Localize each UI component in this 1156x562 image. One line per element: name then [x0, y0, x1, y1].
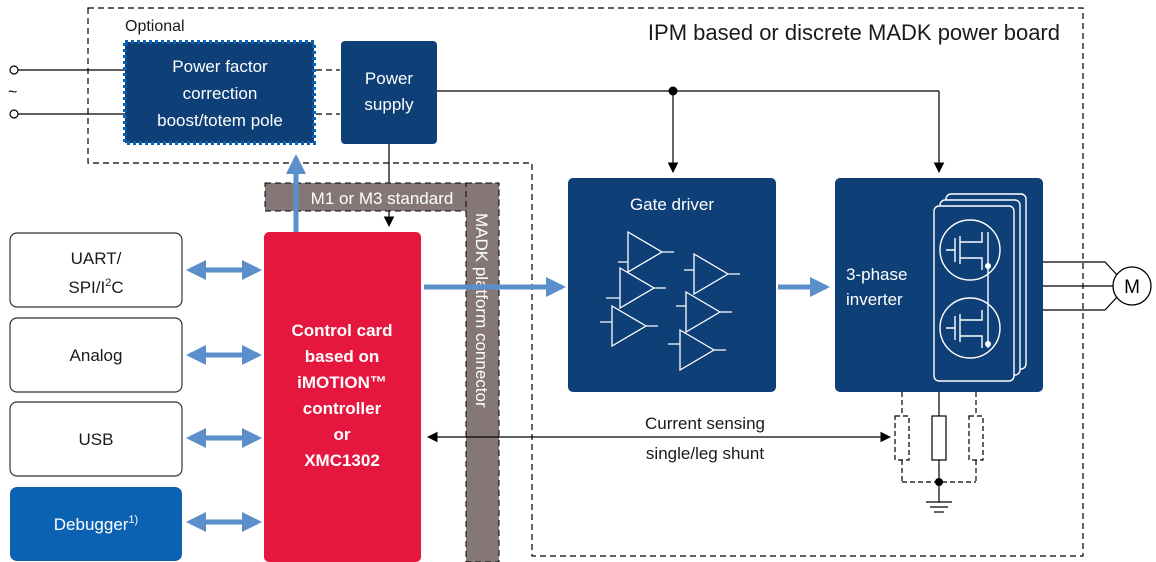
power-supply-block [341, 41, 437, 144]
control-card-label-1: Control card [291, 321, 392, 340]
buffer-icon-3 [600, 304, 658, 348]
buffer-icon-1 [618, 230, 674, 274]
control-card-label-4: controller [303, 399, 382, 418]
mosfet-node-1 [985, 263, 991, 269]
usb-label: USB [79, 430, 114, 449]
ac-tilde: ~ [8, 84, 17, 101]
control-card-block [264, 232, 421, 562]
shunt-resistors [894, 392, 984, 513]
pfc-dotted-border [123, 40, 316, 145]
control-card-label-5: or [334, 425, 351, 444]
inverter-label-1: 3-phase [846, 265, 907, 284]
current-sensing-label-2: single/leg shunt [646, 444, 764, 463]
mosfet-high-icon [939, 219, 1001, 281]
mosfet-low-icon [939, 297, 1001, 359]
pfc-label-1: Power factor [172, 57, 268, 76]
control-card-label-2: based on [305, 347, 380, 366]
control-card-label-3: iMOTION™ [297, 373, 387, 392]
mosfet-node-2 [985, 341, 991, 347]
motor-wires [1043, 261, 1119, 311]
buffer-icon-6 [668, 328, 726, 372]
uart-label-2: SPI/I2C [68, 277, 123, 297]
power-board-title: IPM based or discrete MADK power board [648, 20, 1060, 45]
leg-shunt-right [968, 415, 984, 461]
shunt-ground-junction [935, 478, 943, 486]
mosfet-stack-icon [933, 193, 1027, 382]
pfc-label-2: correction [183, 84, 258, 103]
single-shunt [931, 415, 947, 461]
power-supply-label-1: Power [365, 69, 414, 88]
debugger-label: Debugger1) [54, 514, 138, 534]
uart-label-1: UART/ [71, 249, 122, 268]
platform-connector-bar [465, 182, 500, 562]
usb-box [9, 401, 183, 477]
pfc-label-3: boost/totem pole [157, 111, 283, 130]
gate-driver-block [568, 178, 776, 392]
buffer-icon-2 [606, 266, 666, 310]
connector-standard-label: M1 or M3 standard [311, 189, 454, 208]
inverter-label-2: inverter [846, 290, 903, 309]
control-card-label-6: XMC1302 [304, 451, 380, 470]
motor-symbol [1112, 266, 1152, 306]
uart-box [9, 232, 183, 308]
buffer-icon-5 [676, 290, 732, 334]
current-sensing-label-1: Current sensing [645, 414, 765, 433]
buffer-icon-4 [684, 252, 740, 296]
motor-label: M [1124, 277, 1140, 298]
pfc-block [125, 42, 314, 143]
debugger-box [10, 487, 182, 561]
gate-driver-buffer-icons [600, 230, 740, 372]
ac-terminal-bottom [9, 109, 19, 119]
ac-terminal-top [9, 65, 19, 75]
power-supply-label-2: supply [364, 95, 414, 114]
connector-standard-bar [264, 182, 500, 212]
analog-label: Analog [70, 346, 123, 365]
leg-shunt-left [894, 415, 910, 461]
platform-connector-label: MADK platform connector [472, 213, 491, 408]
analog-box [9, 317, 183, 393]
gate-driver-label: Gate driver [630, 195, 714, 214]
optional-label: Optional [125, 18, 185, 35]
power-board-outline [87, 7, 1084, 557]
